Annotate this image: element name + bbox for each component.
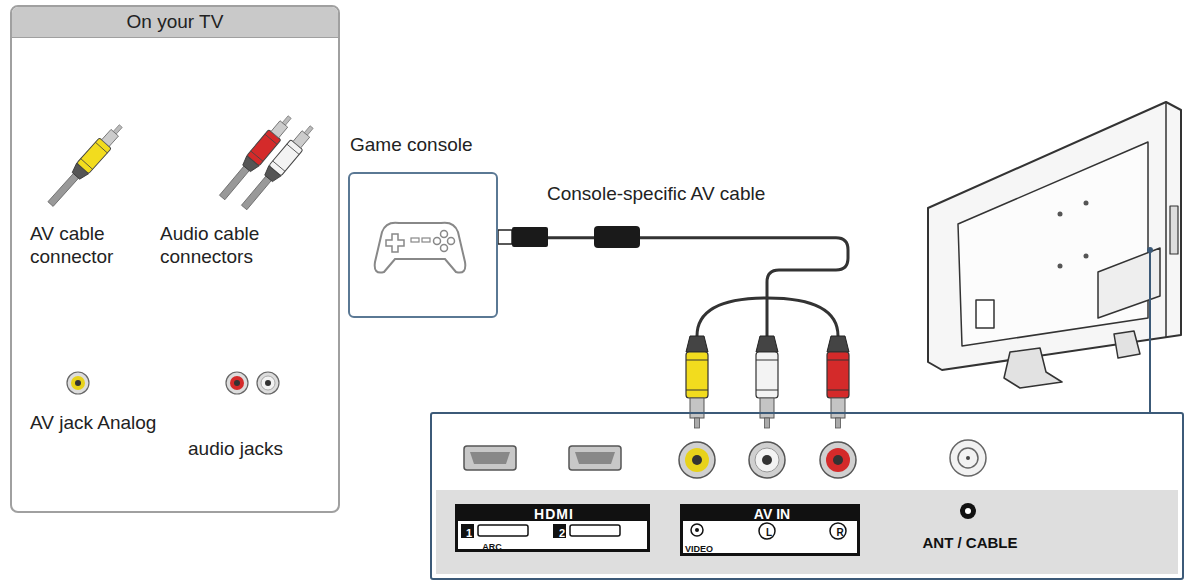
node-text: On your TV — [12, 7, 338, 38]
part-label: audio jacks — [188, 438, 318, 460]
node-text: ARC — [482, 543, 502, 552]
cable-connector — [498, 238, 848, 412]
node-text: HDMI — [534, 507, 574, 521]
cable-plug — [498, 226, 640, 248]
part-label: AV cable connector — [30, 222, 140, 268]
tv-back — [928, 102, 1181, 388]
node-text: L — [766, 528, 772, 538]
node-text: VIDEO — [685, 545, 713, 554]
node-text: ANT / CABLE — [923, 535, 1018, 550]
node-text: AV IN — [754, 507, 790, 521]
jack-panel: HDMI 1ARC 2 AV IN VIDEO L R ANT / CABLE — [430, 412, 1184, 580]
leader-line — [1147, 247, 1153, 412]
node-text: Game console — [350, 134, 473, 156]
node-text: 1 — [466, 528, 472, 539]
part-label: Audio cable connectors — [160, 222, 310, 268]
edge-label: Console-specific AV cable — [545, 183, 767, 205]
audio-plug-icons — [216, 112, 318, 213]
jack-panel-graphics — [436, 440, 1178, 574]
gamepad-icon — [375, 223, 466, 273]
node-text: 2 — [559, 528, 565, 539]
av-plug-icon — [45, 121, 127, 210]
console-box: Game console — [348, 172, 498, 318]
node-text: R — [836, 528, 843, 538]
part-label: AV jack Analog — [30, 412, 190, 434]
cable-branches — [697, 298, 838, 336]
jack-icons — [67, 372, 279, 394]
